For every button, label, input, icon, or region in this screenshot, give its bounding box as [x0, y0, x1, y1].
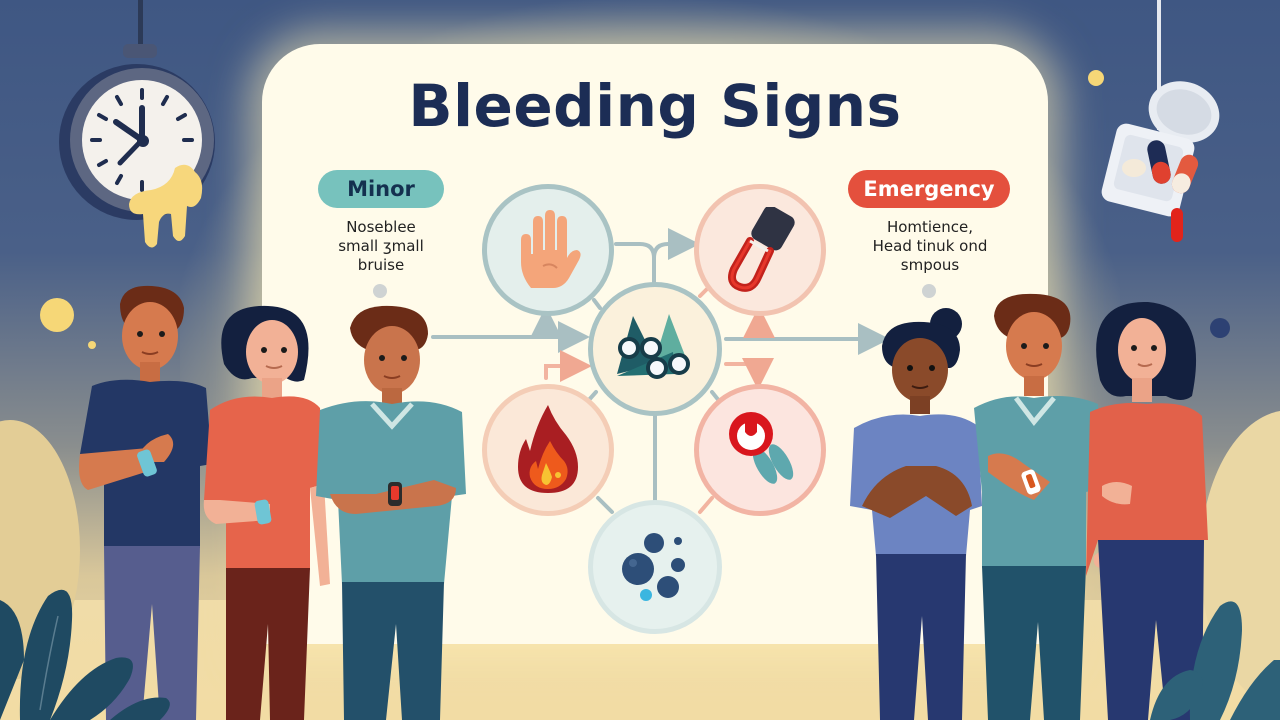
bandage-ribbon-icon: [729, 412, 794, 484]
minor-description-line: small ʒmall: [338, 237, 424, 255]
diagram-center-node: [588, 282, 722, 416]
pocket-watch-icon: [55, 0, 225, 250]
decor-dot: [1210, 318, 1230, 338]
emergency-description-line: Homtience,: [886, 218, 974, 236]
person-teal-scrubs: [316, 304, 466, 720]
emergency-indicator-dot: [922, 284, 936, 298]
emergency-badge: Emergency: [848, 170, 1010, 208]
person-blue-shirt: [846, 306, 986, 720]
diagram-node-flame: [482, 384, 614, 516]
plant-left: [0, 560, 180, 720]
minor-description-line: bruise: [357, 256, 405, 274]
minor-description-line: Noseblee: [346, 218, 416, 236]
diagram-node-hand: [482, 184, 614, 316]
decor-dot: [40, 298, 74, 332]
person-coral-shirt: [196, 304, 336, 720]
emergency-description: Homtience, Head tinuk ond smpous: [840, 218, 1020, 275]
minor-badge: Minor: [318, 170, 444, 208]
blood-drop-flame-icon: [518, 405, 578, 493]
page-title: Bleeding Signs: [408, 72, 902, 140]
mountains-bubbles-icon: [617, 314, 690, 379]
blood-cells-icon: [622, 533, 685, 601]
diagram-node-tourniquet: [694, 184, 826, 316]
diagram-node-cells: [588, 500, 722, 634]
decor-dot: [1088, 70, 1104, 86]
plant-right: [1150, 590, 1280, 720]
person-teal-scrubs-right: [974, 292, 1104, 720]
minor-indicator-dot: [373, 284, 387, 298]
hand-icon: [521, 210, 581, 288]
emergency-description-line: Head tinuk ond: [872, 237, 988, 255]
minor-description: Noseblee small ʒmall bruise: [318, 218, 444, 275]
diagram-node-ribbon: [694, 384, 826, 516]
tourniquet-clip-icon: [728, 207, 795, 292]
decor-dot: [88, 341, 96, 349]
person-coral-sweater: [1086, 300, 1216, 720]
emergency-description-line: smpous: [900, 256, 960, 274]
pill-box-icon: [1098, 0, 1228, 250]
